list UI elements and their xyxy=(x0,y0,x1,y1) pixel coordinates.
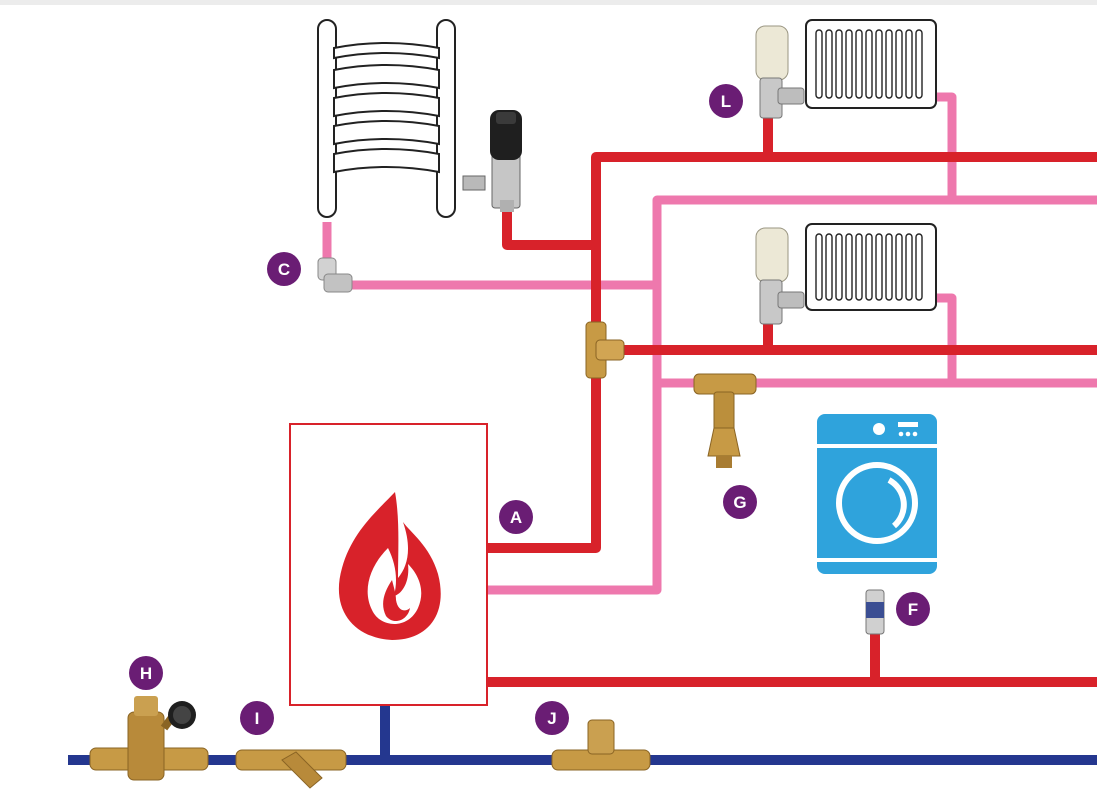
badge-c-label: C xyxy=(278,260,290,279)
badge-h: H xyxy=(129,656,163,690)
towel-rail-icon xyxy=(317,19,456,218)
badge-l: L xyxy=(709,84,743,118)
badge-a: A xyxy=(499,500,533,534)
radiator-mid-return-pipe xyxy=(930,293,957,383)
boiler xyxy=(289,423,488,706)
strainer-valve-icon xyxy=(235,749,347,789)
badge-g: G xyxy=(723,485,757,519)
return-main-pipe xyxy=(487,195,1097,595)
badge-h-label: H xyxy=(140,664,152,683)
tee-connector-icon xyxy=(551,719,651,771)
brass-tee-fitting-icon xyxy=(585,321,625,379)
pressure-reducing-valve-icon xyxy=(89,696,209,781)
top-border xyxy=(0,0,1097,5)
radiator-top-return-pipe xyxy=(930,92,957,200)
badge-f: F xyxy=(896,592,930,626)
thermostatic-valve-icon xyxy=(462,110,522,212)
radiator-middle xyxy=(755,223,937,325)
badge-f-label: F xyxy=(908,600,918,619)
radiator-icon xyxy=(805,19,937,109)
badge-a-label: A xyxy=(510,508,522,527)
badge-i-label: I xyxy=(255,709,260,728)
badge-g-label: G xyxy=(733,493,746,512)
washing-machine-icon xyxy=(817,414,937,574)
elbow-fitting-icon xyxy=(317,257,353,293)
radiator-icon xyxy=(805,223,937,311)
check-valve-icon xyxy=(865,589,885,635)
badge-j: J xyxy=(535,701,569,735)
badge-i: I xyxy=(240,701,274,735)
towel-rail-flow-pipe xyxy=(502,205,596,250)
badge-j-label: J xyxy=(547,709,556,728)
magnetic-filter-icon xyxy=(693,373,757,468)
label-badges: A C F G H I J L xyxy=(129,84,930,735)
badge-l-label: L xyxy=(721,92,731,111)
badge-c: C xyxy=(267,252,301,286)
radiator-top xyxy=(755,19,937,119)
trv-icon xyxy=(755,25,805,119)
flame-icon xyxy=(338,492,441,640)
trv-icon xyxy=(755,227,805,325)
